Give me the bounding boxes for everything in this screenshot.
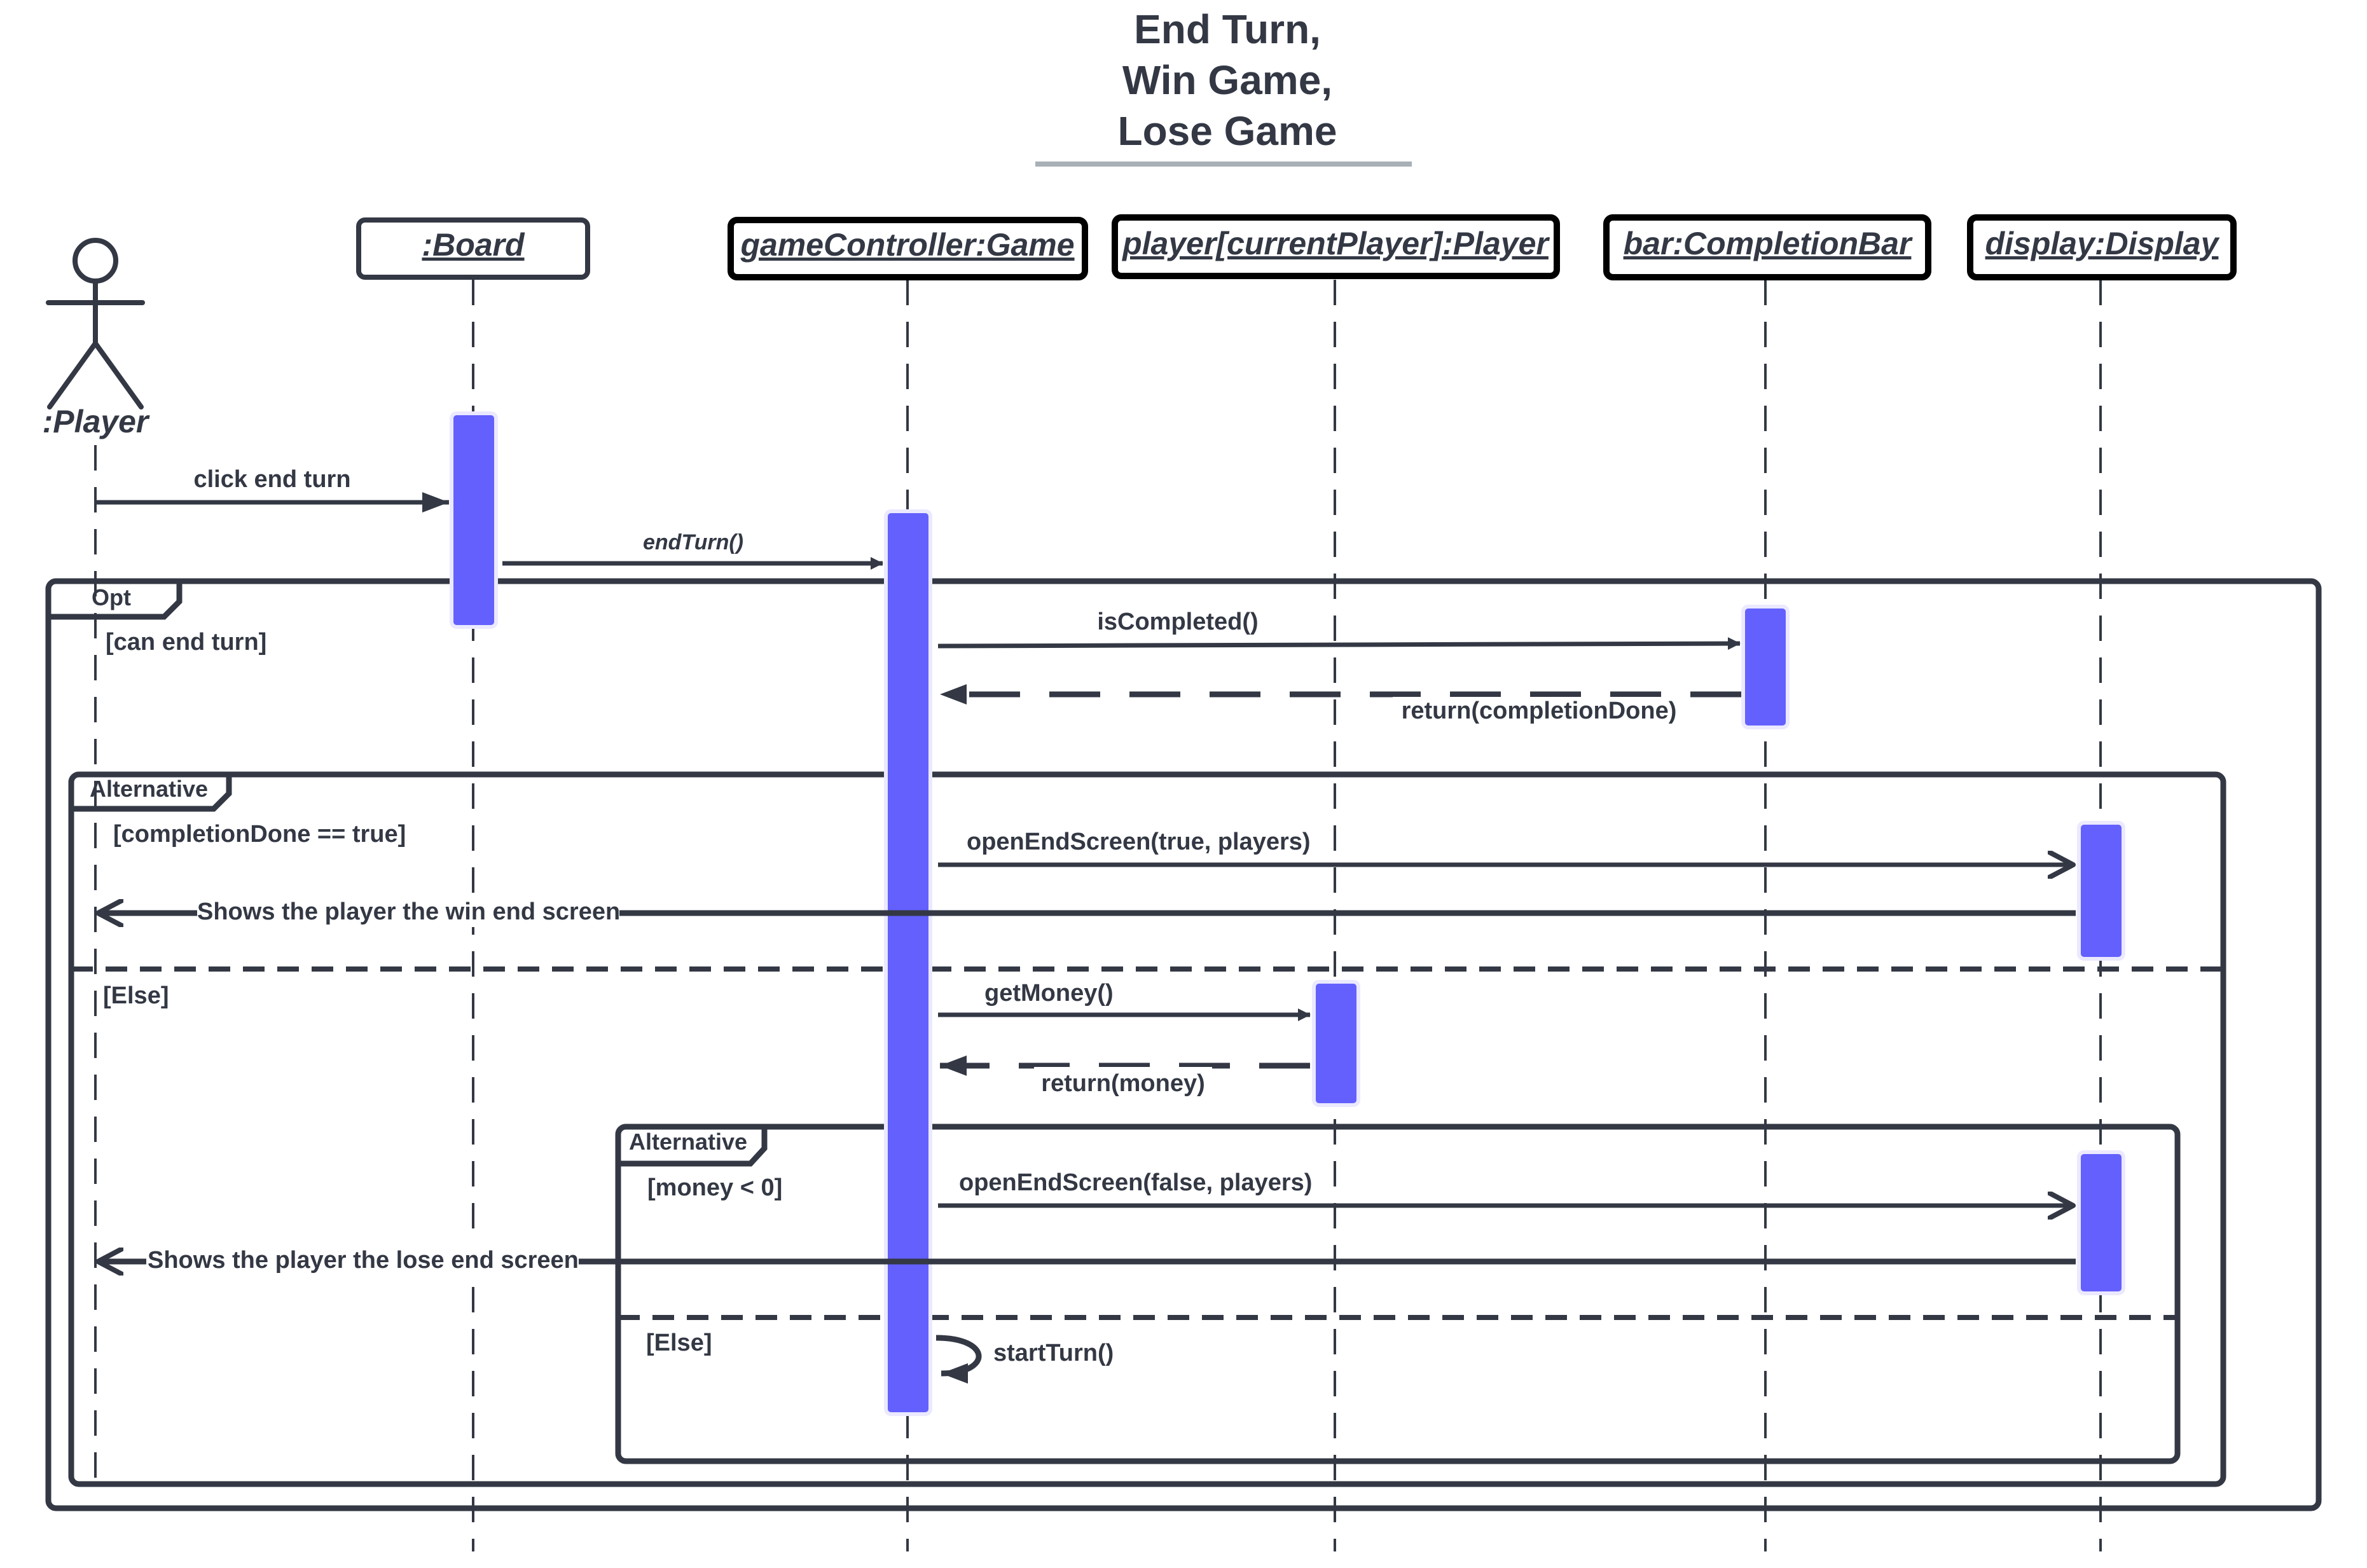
msg-is-completed-arrow bbox=[937, 637, 1741, 650]
actor-right-leg bbox=[93, 341, 144, 409]
activation-bars bbox=[450, 411, 2125, 1416]
label-bg-return-money bbox=[1034, 1067, 1212, 1099]
alt-outer-label: Alternative bbox=[90, 776, 208, 802]
label-bg-click-end-turn bbox=[188, 463, 356, 491]
msg-click-end-turn-label: click end turn bbox=[193, 466, 350, 493]
alt-inner-frame bbox=[615, 1124, 2181, 1464]
actor-left-leg bbox=[47, 341, 98, 409]
alt-outer-frame-tab bbox=[71, 774, 232, 812]
activation-bar bbox=[1741, 605, 1790, 729]
alt-outer-guard-if: [completionDone == true] bbox=[113, 821, 406, 848]
label-bg-shows-lose bbox=[146, 1242, 579, 1276]
participant-player-label: player[currentPlayer]:Player bbox=[1121, 226, 1550, 261]
opt-frame-tab bbox=[48, 581, 183, 620]
msg-open-end-win-label: openEndScreen(true, players) bbox=[967, 829, 1311, 855]
participant-board-box bbox=[356, 217, 590, 280]
msg-open-end-lose-label: openEndScreen(false, players) bbox=[959, 1169, 1312, 1196]
fragment-separators bbox=[71, 966, 2223, 1320]
msg-shows-lose-label: Shows the player the lose end screen bbox=[148, 1247, 579, 1274]
msg-get-money-label: getMoney() bbox=[984, 980, 1114, 1007]
alt-inner-frame-tab bbox=[618, 1127, 768, 1167]
activation-board bbox=[450, 411, 498, 629]
message-labels: click end turn endTurn() isCompleted() r… bbox=[146, 463, 1679, 1366]
participant-board-label: :Board bbox=[422, 227, 525, 263]
participant-display-box bbox=[1967, 214, 2237, 280]
msg-return-completion-label: return(completionDone) bbox=[1402, 698, 1677, 724]
participant-game-box bbox=[728, 217, 1088, 280]
msg-shows-win-label: Shows the player the win end screen bbox=[197, 898, 620, 925]
msg-start-turn-label: startTurn() bbox=[993, 1340, 1114, 1366]
actor-label: :Player bbox=[43, 404, 150, 439]
participant-player-box bbox=[1112, 214, 1560, 279]
fragments bbox=[45, 578, 2322, 1511]
opt-frame bbox=[45, 578, 2322, 1511]
activation-display-win bbox=[2077, 821, 2125, 961]
diagram-title: End Turn, Win Game, Lose Game bbox=[1035, 6, 1412, 167]
alt-outer-guard-else: [Else] bbox=[103, 982, 169, 1009]
participant-boxes: :Board gameController:Game player[curren… bbox=[356, 214, 2237, 280]
title-line-3: Lose Game bbox=[1117, 108, 1337, 154]
participant-bar-box bbox=[1603, 214, 1931, 280]
actor-player bbox=[46, 238, 145, 409]
msg-start-turn-arrow bbox=[935, 1335, 982, 1384]
alt-outer-frame bbox=[68, 771, 2226, 1487]
label-bg-shows-win bbox=[197, 894, 619, 927]
opt-guard: [can end turn] bbox=[106, 629, 266, 656]
opt-label: Opt bbox=[92, 584, 131, 610]
title-line-2: Win Game, bbox=[1122, 57, 1332, 103]
actor-head bbox=[72, 238, 118, 284]
title-line-1: End Turn, bbox=[1134, 6, 1321, 52]
alt-inner-guard-else: [Else] bbox=[646, 1330, 712, 1356]
activation-display-lose bbox=[2077, 1150, 2125, 1295]
msg-is-completed-label: isCompleted() bbox=[1097, 609, 1258, 635]
participant-bar-label: bar:CompletionBar bbox=[1624, 226, 1913, 261]
label-bg-return-completion bbox=[1393, 697, 1679, 729]
activation-game bbox=[884, 509, 932, 1416]
msg-end-turn-label: endTurn() bbox=[643, 530, 743, 554]
participant-game-label: gameController:Game bbox=[740, 227, 1074, 263]
activation-player bbox=[1312, 980, 1360, 1107]
msg-return-money-label: return(money) bbox=[1041, 1070, 1205, 1097]
alt-inner-guard-if: [money < 0] bbox=[647, 1174, 782, 1201]
alt-inner-label: Alternative bbox=[629, 1129, 747, 1155]
participant-display-label: display:Display bbox=[1985, 226, 2220, 261]
